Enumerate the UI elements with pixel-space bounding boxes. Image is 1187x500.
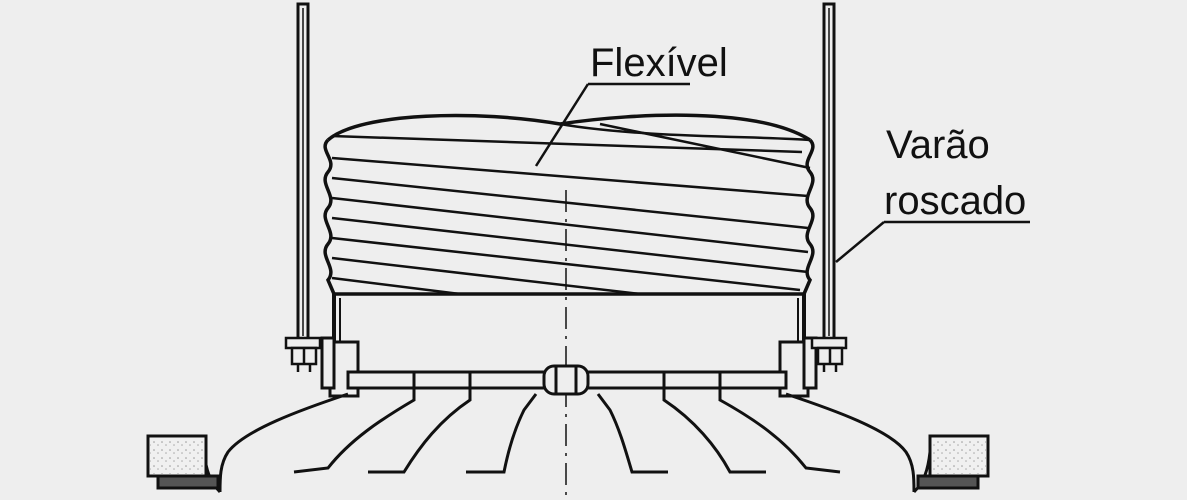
vanes <box>293 388 841 474</box>
flange-right <box>916 434 990 490</box>
flexible-hose <box>323 113 815 296</box>
label-flexible: Flexível <box>590 41 728 85</box>
threaded-rod-left <box>296 2 310 342</box>
threaded-rod-right <box>822 2 836 342</box>
label-rod-line2: roscado <box>884 179 1026 223</box>
nut-left <box>284 336 322 372</box>
label-rod-line1: Varão <box>886 123 990 167</box>
flange-left <box>146 434 220 490</box>
leader-threaded-rod <box>835 220 1030 263</box>
nut-right <box>810 336 848 372</box>
cross-bar <box>346 364 788 396</box>
leader-flexible <box>534 82 690 167</box>
